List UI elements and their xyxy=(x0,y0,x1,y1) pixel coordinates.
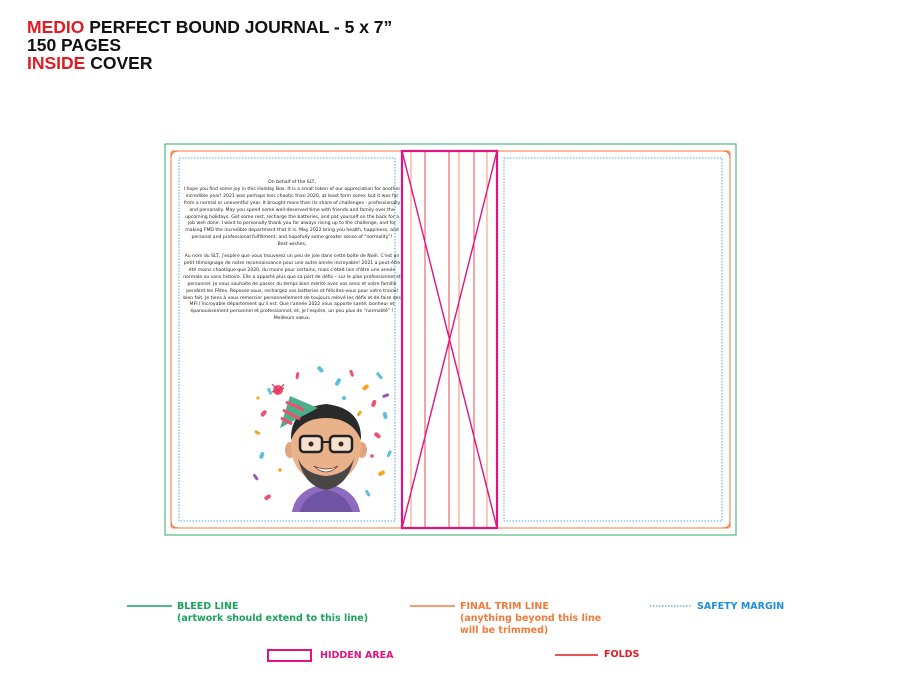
heading-line-pages: 150 PAGES xyxy=(27,35,122,55)
legend-hidden-title: HIDDEN AREA xyxy=(320,650,394,661)
safety-margin-left xyxy=(178,157,396,522)
heading-section-text: COVER xyxy=(85,53,153,73)
trim-corner-tl xyxy=(170,150,179,159)
bleed-line-box xyxy=(164,143,737,536)
trim-corner-tr xyxy=(722,150,731,159)
trim-line-right xyxy=(496,150,731,529)
party-avatar-illustration xyxy=(271,383,367,512)
hidden-area-diagonal-2 xyxy=(401,150,498,529)
heading-accent-inside: INSIDE xyxy=(27,53,86,73)
legend-folds: FOLDS xyxy=(604,649,639,661)
legend-trim-line: FINAL TRIM LINE (anything beyond this li… xyxy=(460,601,601,637)
heading-product-text: PERFECT BOUND JOURNAL - 5 x 7” xyxy=(84,17,393,37)
confetti-illustration xyxy=(253,366,392,506)
letter-text-block: On behalf of the SLT, I hope you find so… xyxy=(182,180,402,328)
heading-accent-medio: MEDIO xyxy=(27,17,85,37)
heading-line-section: INSIDE COVER xyxy=(27,54,392,72)
legend-bleed-title: BLEED LINE xyxy=(177,601,239,612)
letter-english-body: On behalf of the SLT, I hope you find so… xyxy=(183,180,401,241)
legend-safety-title: SAFETY MARGIN xyxy=(697,601,785,612)
letter-english: On behalf of the SLT, I hope you find so… xyxy=(182,180,402,249)
heading-line-product: MEDIO PERFECT BOUND JOURNAL - 5 x 7” xyxy=(27,18,392,36)
legend-trim-note-1: (anything beyond this line xyxy=(460,613,602,624)
legend-trim-title: FINAL TRIM LINE xyxy=(460,601,549,612)
legend-folds-title: FOLDS xyxy=(604,649,640,660)
legend-trim-note-2: will be trimmed) xyxy=(460,625,549,636)
letter-english-signoff: Best wishes, xyxy=(277,242,307,248)
hidden-area-box xyxy=(400,149,499,530)
legend-bleed-note: (artwork should extend to this line) xyxy=(177,613,369,624)
trim-corner-bl xyxy=(170,520,179,529)
letter-french: Au nom du SLT, j'espère que vous trouver… xyxy=(182,254,402,323)
letter-french-body: Au nom du SLT, j'espère que vous trouver… xyxy=(183,254,401,315)
legend-hidden-area: HIDDEN AREA xyxy=(320,650,394,662)
page-heading: MEDIO PERFECT BOUND JOURNAL - 5 x 7” 150… xyxy=(27,18,392,72)
legend-safety-margin: SAFETY MARGIN xyxy=(697,601,784,613)
letter-french-signoff: Meilleurs vœux, xyxy=(273,316,311,322)
legend-hidden-swatch xyxy=(267,649,312,662)
legend-bleed-line: BLEED LINE (artwork should extend to thi… xyxy=(177,601,368,625)
trim-corner-br xyxy=(722,520,731,529)
safety-margin-right xyxy=(503,157,723,522)
